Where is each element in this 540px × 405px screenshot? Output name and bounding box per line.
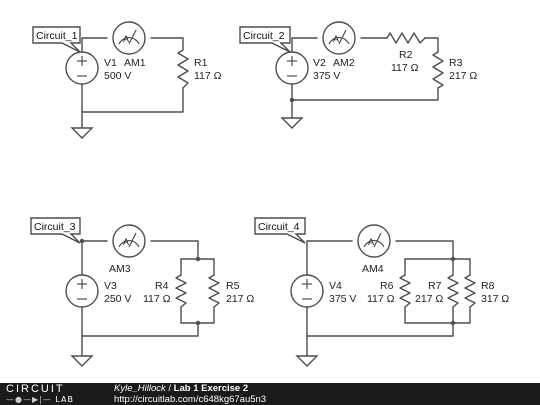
- logo-wire-icon: —●—▶|—: [6, 395, 52, 404]
- circuit-2-source-value: 375 V: [313, 70, 340, 82]
- circuit-4-r6-value: 117 Ω: [367, 293, 395, 305]
- circuit-1-ammeter-name: AM1: [124, 57, 146, 69]
- circuit-3-ammeter: A: [112, 224, 146, 258]
- circuit-1-ammeter: A: [112, 21, 146, 55]
- circuit-4-ammeter-name: AM4: [362, 263, 384, 275]
- circuit-4-tag-label: Circuit_4: [258, 221, 300, 233]
- circuit-2-r2-value: 117 Ω: [391, 62, 419, 74]
- circuit-2-r3-value: 217 Ω: [449, 70, 477, 82]
- circuit-1: Circuit_1 A V1 AM1 500 V R1 117 Ω: [32, 21, 222, 139]
- circuit-3-tag-label: Circuit_3: [34, 221, 76, 233]
- circuit-4-ground-icon: [296, 347, 318, 367]
- circuit-2-ground-icon: [281, 109, 303, 129]
- circuit-3-ammeter-name: AM3: [109, 263, 131, 275]
- circuit-3-resistor-r5: [208, 274, 220, 308]
- circuit-2-r2-name: R2: [399, 49, 413, 61]
- circuit-4-r7-value: 217 Ω: [415, 293, 443, 305]
- circuit-3-resistor-r4: [175, 274, 187, 308]
- circuit-2-wires: [289, 37, 439, 111]
- logo-lab-text: LAB: [55, 395, 74, 404]
- circuit-2-voltage-source: [275, 51, 309, 85]
- circuit-3-source-name: V3: [104, 280, 117, 292]
- circuit-4-r8-value: 317 Ω: [481, 293, 509, 305]
- schematic-canvas: Circuit_1 A V1 AM1 500 V R1 117 Ω: [30, 21, 509, 367]
- circuit-4-r8-name: R8: [481, 280, 495, 292]
- logo-circuit-text: CIRCUIT: [6, 383, 65, 395]
- circuit-4-resistor-r6: [399, 274, 411, 308]
- circuit-1-wires: [81, 37, 184, 121]
- circuit-4-voltage-source: [290, 274, 324, 308]
- circuit-4-resistor-r7: [447, 274, 459, 308]
- circuit-1-ground-icon: [71, 119, 93, 139]
- circuit-2-ammeter: A: [322, 21, 356, 55]
- circuit-1-tag-label: Circuit_1: [36, 30, 78, 42]
- circuit-1-tag: Circuit_1: [32, 26, 81, 53]
- circuit-1-labels: V1 AM1 500 V R1 117 Ω: [104, 57, 222, 82]
- circuit-1-source-name: V1: [104, 57, 117, 69]
- circuit-2-resistor-r2: [386, 32, 426, 44]
- circuit-3-r5-value: 217 Ω: [226, 293, 254, 305]
- circuit-3-r4-value: 117 Ω: [143, 293, 171, 305]
- circuit-2-resistor-r3: [432, 51, 444, 89]
- author-link[interactable]: Kyle_Hillock: [114, 383, 166, 394]
- circuit-4-tag: Circuit_4: [254, 217, 306, 244]
- circuit-2-ammeter-name: AM2: [333, 57, 355, 69]
- circuit-1-r1-value: 117 Ω: [194, 70, 222, 82]
- circuit-3-ground-icon: [71, 347, 93, 367]
- circuit-1-r1-name: R1: [194, 57, 208, 69]
- logo-lab-row: —●—▶|— LAB: [6, 395, 74, 404]
- schematic-title[interactable]: Lab 1 Exercise 2: [173, 383, 249, 394]
- circuit-4-r7-name: R7: [428, 280, 442, 292]
- circuit-2-r3-name: R3: [449, 57, 463, 69]
- circuit-4-wires: [306, 240, 471, 349]
- footer-bar: CIRCUIT —●—▶|— LAB Kyle_Hillock / Lab 1 …: [0, 383, 540, 405]
- circuit-2-tag-label: Circuit_2: [243, 30, 285, 42]
- circuit-3-labels: AM3 V3 250 V R4 117 Ω R5 217 Ω: [104, 263, 254, 305]
- credit-separator: /: [165, 383, 174, 394]
- schematic-url[interactable]: http://circuitlab.com/c648kg67au5n3: [114, 394, 267, 405]
- circuit-3-voltage-source: [65, 274, 99, 308]
- circuit-2: Circuit_2 A V2 AM2 375 V R2 117 Ω R3: [239, 21, 477, 129]
- credit-line: Kyle_Hillock / Lab 1 Exercise 2: [114, 384, 248, 394]
- ammeter-a-glyph: A: [368, 237, 374, 247]
- circuit-2-source-name: V2: [313, 57, 326, 69]
- circuit-1-voltage-source: [65, 51, 99, 85]
- circuit-2-labels: V2 AM2 375 V R2 117 Ω R3 217 Ω: [313, 49, 477, 82]
- circuitlab-logo[interactable]: CIRCUIT —●—▶|— LAB: [6, 383, 92, 405]
- circuit-3-r5-name: R5: [226, 280, 240, 292]
- ammeter-a-glyph: A: [333, 34, 339, 44]
- circuit-4-resistor-r8: [464, 274, 476, 308]
- circuit-3: Circuit_3 A AM3 V3 250 V R4 117 Ω R5: [30, 217, 254, 367]
- ammeter-a-glyph: A: [123, 237, 129, 247]
- circuit-4: Circuit_4 A AM4 V4 375 V R6 1: [254, 217, 509, 367]
- circuit-4-labels: AM4 V4 375 V R6 117 Ω R7 217 Ω R8 317 Ω: [329, 263, 509, 305]
- ammeter-a-glyph: A: [123, 34, 129, 44]
- circuit-1-source-value: 500 V: [104, 70, 131, 82]
- circuit-4-source-name: V4: [329, 280, 342, 292]
- circuit-4-source-value: 375 V: [329, 293, 356, 305]
- circuit-3-r4-name: R4: [155, 280, 169, 292]
- circuit-3-source-value: 250 V: [104, 293, 131, 305]
- circuit-3-tag: Circuit_3: [30, 217, 81, 244]
- circuit-4-ammeter: A: [357, 224, 391, 258]
- circuit-2-tag: Circuit_2: [239, 26, 291, 53]
- circuit-3-wires: [79, 238, 215, 349]
- circuit-4-r6-name: R6: [380, 280, 394, 292]
- circuit-1-resistor-r1: [177, 49, 189, 89]
